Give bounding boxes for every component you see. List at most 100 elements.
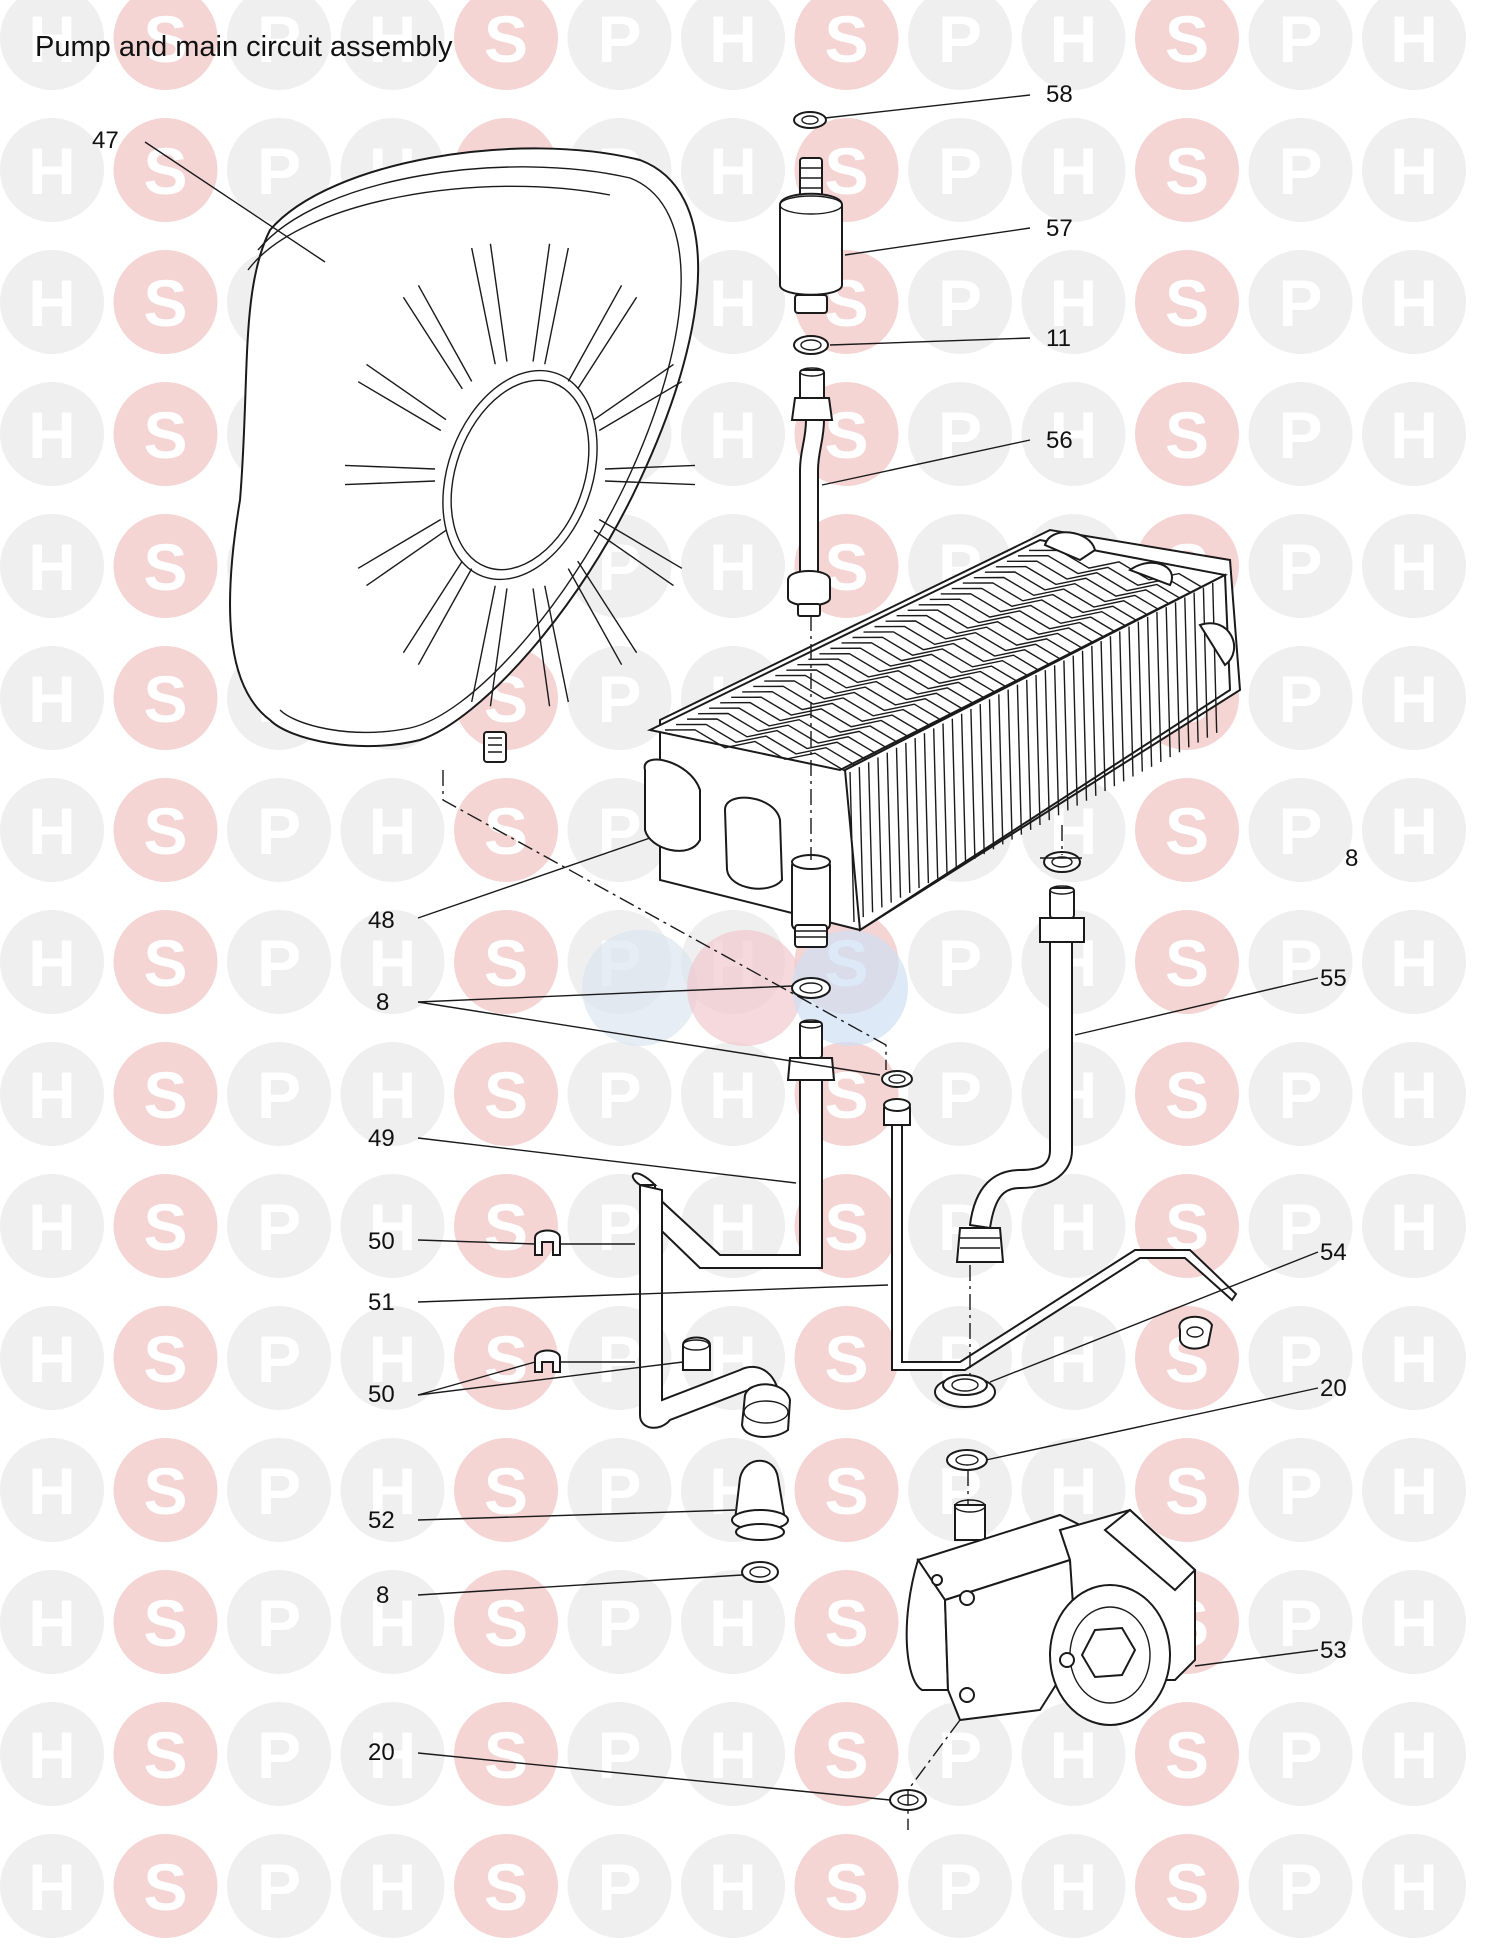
vessel-spoke	[417, 284, 473, 382]
vessel-spoke	[532, 243, 551, 362]
watermark-circle	[113, 1174, 218, 1278]
watermark-letter: H	[369, 794, 417, 868]
callout-53: 53	[1320, 1637, 1347, 1664]
capillary-pipe[interactable]	[883, 1098, 1238, 1371]
watermark-circle	[908, 250, 1012, 354]
vessel-spoke	[344, 464, 436, 470]
heat-exchanger[interactable]	[643, 528, 1242, 948]
fin-edge	[1137, 621, 1143, 772]
watermark-letter: H	[1390, 1190, 1438, 1264]
fin-wave	[896, 614, 1077, 658]
watermark-letter: S	[143, 2, 187, 76]
watermark-circle	[1135, 778, 1239, 882]
watermark-letter: P	[257, 1322, 301, 1396]
fin-wave	[830, 647, 1011, 691]
fin-edge	[1026, 679, 1032, 830]
fin-edge	[1128, 626, 1134, 777]
watermark-circle	[1362, 1174, 1466, 1278]
watermark-circle	[0, 1174, 104, 1278]
watermark-letter: H	[1390, 1586, 1438, 1660]
watermark-circle	[1248, 1702, 1353, 1806]
washer-8-right[interactable]	[1043, 851, 1081, 873]
washer-20-upper[interactable]	[946, 1449, 988, 1471]
watermark-letter: H	[1390, 1454, 1438, 1528]
fin-edge	[1212, 582, 1218, 733]
fin-wave	[753, 685, 934, 729]
watermark-circle	[1248, 0, 1353, 90]
fin-edge	[998, 694, 1004, 845]
watermark-letter: S	[484, 794, 528, 868]
watermark-circle	[794, 1306, 899, 1410]
watermark-letter: P	[597, 1718, 641, 1792]
watermark-letter: S	[484, 1586, 528, 1660]
watermark-circle	[1021, 118, 1126, 222]
watermark-circle	[113, 118, 218, 222]
watermark-circle	[454, 910, 558, 1014]
watermark-letter: P	[257, 1190, 301, 1264]
fin-wave	[731, 696, 912, 740]
callout-11: 11	[1046, 325, 1071, 352]
watermark-letter: S	[1165, 134, 1209, 208]
return-pipe[interactable]	[955, 885, 1085, 1263]
washer-8-outlet[interactable]	[791, 977, 831, 999]
watermark-circle	[113, 0, 218, 90]
clip-50-upper[interactable]	[534, 1229, 561, 1256]
fin-edge	[988, 699, 995, 850]
watermark-letter: P	[597, 662, 641, 736]
watermark-letter: H	[1050, 1718, 1098, 1792]
fin-edge	[1193, 592, 1199, 743]
clip-50-pipe[interactable]	[682, 1336, 711, 1371]
watermark-letter: H	[369, 1718, 417, 1792]
watermark-circle	[340, 1306, 445, 1410]
watermark-circle	[681, 514, 785, 618]
expansion-vessel[interactable]	[229, 147, 700, 763]
callout-8-left: 8	[376, 989, 389, 1016]
watermark-letter: S	[824, 530, 868, 604]
watermark-circle	[1362, 382, 1466, 486]
clip-50-lower[interactable]	[534, 1349, 561, 1373]
callout-58: 58	[1046, 81, 1073, 108]
watermark-circle	[227, 1438, 331, 1542]
watermark-circle	[340, 1174, 445, 1278]
watermark-circle	[113, 1834, 218, 1938]
watermark-letter: H	[709, 2, 757, 76]
heat-exchanger-fin-edges	[849, 582, 1218, 923]
watermark-circle	[227, 1702, 331, 1806]
watermark-letter: P	[1278, 662, 1322, 736]
fin-edge	[858, 767, 864, 918]
washer-8-lower[interactable]	[741, 1561, 779, 1583]
watermark-circle	[454, 778, 558, 882]
vessel-spoke	[344, 480, 436, 486]
vessel-spokes	[344, 243, 696, 707]
fin-wave	[852, 636, 1033, 680]
vessel-spoke	[567, 568, 623, 666]
watermark-circle	[113, 1570, 218, 1674]
watermark-circle	[227, 778, 331, 882]
watermark-circle	[1021, 1702, 1126, 1806]
fin-wave	[742, 690, 923, 734]
heat-exchanger-end-cap-2	[723, 796, 784, 890]
watermark-circle	[113, 1702, 218, 1806]
pipe-51[interactable]	[639, 1183, 792, 1438]
air-vent-pipe[interactable]	[787, 367, 834, 617]
clip-58[interactable]	[793, 111, 827, 129]
watermark-circle	[1021, 1306, 1126, 1410]
watermark-circle	[681, 382, 785, 486]
watermark-circle	[1248, 382, 1353, 486]
watermark-circle	[113, 778, 218, 882]
watermark-circle	[340, 1570, 445, 1674]
automatic-air-vent[interactable]	[779, 157, 843, 314]
callout-51: 51	[368, 1289, 395, 1316]
washer-8-small[interactable]	[881, 1070, 913, 1088]
pump-seal-54[interactable]	[934, 1374, 996, 1408]
vessel-spoke	[544, 247, 569, 365]
washer-11[interactable]	[793, 335, 829, 355]
cap-52[interactable]	[731, 1459, 789, 1541]
watermark-letter: S	[824, 1718, 868, 1792]
watermark-circle	[227, 118, 331, 222]
page-title: Pump and main circuit assembly	[35, 31, 453, 63]
watermark-circle	[1021, 1042, 1126, 1146]
watermark-letter: P	[938, 134, 982, 208]
pump[interactable]	[905, 1499, 1197, 1726]
